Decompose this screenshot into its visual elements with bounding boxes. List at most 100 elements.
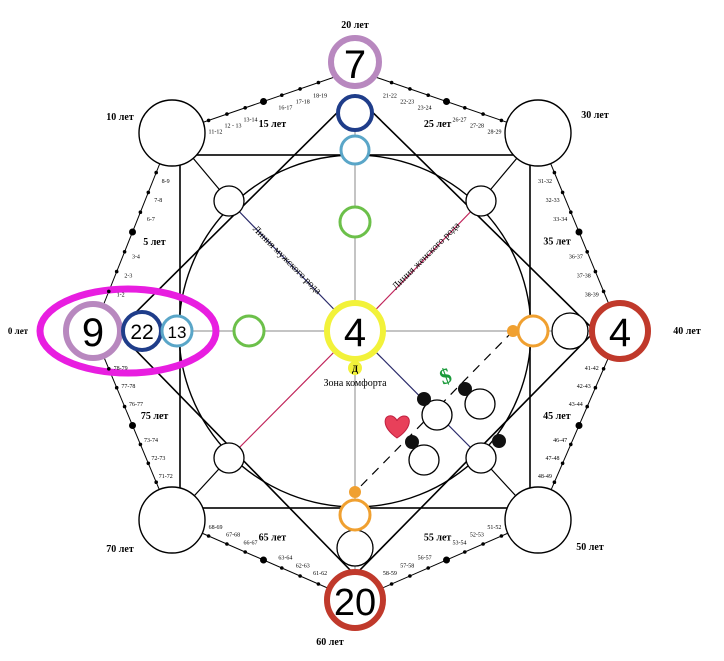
channel-circle	[421, 399, 453, 431]
age-minor-dot	[107, 367, 111, 371]
left-inner-value: 22	[130, 321, 153, 344]
age-minor-dot	[481, 542, 485, 546]
age-minor-dot	[298, 87, 302, 91]
bottom-orange-dot	[349, 486, 361, 498]
age-minor-dot	[569, 442, 573, 447]
age-minor-dot	[560, 190, 565, 195]
age-10-label: 10 лет	[106, 112, 134, 123]
top-value: 7	[344, 43, 366, 87]
age-minor-dot	[243, 106, 247, 110]
channel-dot	[492, 434, 506, 448]
inner-corner-circle	[465, 185, 497, 217]
age-minor-label: 57-58	[400, 563, 414, 569]
channel-dot	[405, 435, 419, 449]
age-minor-label: 27-28	[470, 123, 484, 129]
age-minor-label: 63-64	[278, 556, 292, 562]
age-minor-label: 7-8	[154, 198, 162, 204]
age-minor-label: 68-69	[209, 525, 223, 531]
age-minor-label: 48-49	[538, 474, 552, 480]
age-minor-label: 72-73	[151, 456, 165, 462]
inner-corner-circle	[213, 185, 245, 217]
age-minor-label: 18-19	[313, 93, 327, 99]
age-minor-label: 51-52	[487, 525, 501, 531]
heart-icon	[384, 415, 410, 439]
age-minor-dot	[389, 582, 394, 586]
age-minor-label: 13-14	[243, 118, 257, 124]
age-minor-dot	[114, 385, 119, 390]
bottom-orange-circle	[338, 498, 372, 532]
top-inner-circle	[336, 94, 374, 132]
age-minor-dot	[481, 112, 485, 116]
age-major-label: 15 лет	[259, 119, 287, 130]
age-major-label: 5 лет	[143, 237, 166, 248]
left-green-circle	[232, 314, 266, 348]
age-minor-label: 32-33	[546, 198, 560, 204]
age-minor-dot	[463, 106, 467, 110]
age-minor-label: 61-62	[313, 571, 327, 577]
age-minor-label: 78-79	[114, 366, 128, 372]
age-minor-dot	[206, 118, 211, 123]
right-main-circle	[589, 300, 651, 362]
male-line-label: Линия мужского рода	[250, 224, 323, 297]
age-minor-dot	[138, 442, 143, 447]
age-minor-dot	[138, 210, 143, 214]
age-minor-dot	[408, 574, 412, 578]
age-major-label: 45 лет	[543, 411, 571, 422]
age-major-dot	[260, 556, 267, 564]
age-minor-label: 21-22	[383, 93, 397, 99]
left-value: 9	[82, 311, 104, 355]
age-40-label: 40 лет	[673, 326, 701, 337]
age-minor-dot	[463, 550, 467, 554]
age-major-dot	[260, 98, 267, 105]
channel-dot	[417, 392, 431, 406]
age-minor-label: 38-39	[585, 292, 599, 298]
left-inner2-value: 13	[168, 323, 187, 342]
age-major-label: 65 лет	[259, 533, 287, 544]
center-circle	[324, 300, 386, 362]
age-minor-dot	[225, 542, 229, 546]
comfort-zone-label: Зона комфорта	[323, 378, 387, 389]
age-minor-label: 33-34	[553, 217, 567, 223]
age-major-dot	[443, 556, 450, 564]
age-minor-label: 17-18	[296, 100, 310, 106]
age-minor-label: 77-78	[121, 384, 135, 390]
age-minor-dot	[593, 269, 598, 274]
age-minor-label: 28-29	[488, 129, 502, 135]
top-inner2-circle	[339, 134, 371, 166]
right-value: 4	[609, 311, 631, 355]
age-minor-label: 47-48	[545, 456, 559, 462]
age-minor-dot	[426, 93, 431, 97]
age-minor-dot	[107, 289, 111, 294]
age-minor-dot	[114, 269, 119, 274]
age-minor-label: 36-37	[569, 255, 583, 261]
inner-corner-circle	[213, 442, 245, 474]
age-minor-label: 42-43	[577, 384, 591, 390]
corner-circle-tl	[138, 99, 206, 167]
age-major-dot	[575, 422, 583, 429]
age-minor-label: 56-57	[418, 556, 432, 562]
age-minor-dot	[601, 367, 606, 371]
female-line-label: Линия женского рода	[390, 220, 462, 292]
age-minor-dot	[585, 250, 589, 254]
right-orange-dot	[507, 325, 519, 337]
corner-circle-bl	[138, 486, 206, 554]
age-minor-label: 67-68	[226, 533, 240, 539]
age-minor-dot	[122, 404, 127, 409]
comfort-marker-letter: Д	[352, 364, 359, 374]
age-minor-dot	[593, 385, 598, 390]
age-minor-dot	[552, 170, 557, 175]
age-minor-dot	[585, 404, 589, 409]
age-minor-label: 37-38	[577, 273, 591, 279]
age-minor-dot	[316, 582, 321, 586]
age-major-dot	[443, 98, 450, 105]
highlight-ellipse	[36, 285, 220, 377]
age-20-label: 20 лет	[341, 20, 369, 31]
age-major-dot	[575, 228, 583, 236]
age-70-label: 70 лет	[106, 544, 134, 555]
right-inner-circle	[551, 312, 589, 350]
age-60-label: 60 лет	[316, 637, 344, 648]
left-inner2-circle	[160, 314, 194, 348]
age-minor-label: 8-9	[162, 179, 170, 185]
age-minor-label: 22-23	[400, 100, 414, 106]
